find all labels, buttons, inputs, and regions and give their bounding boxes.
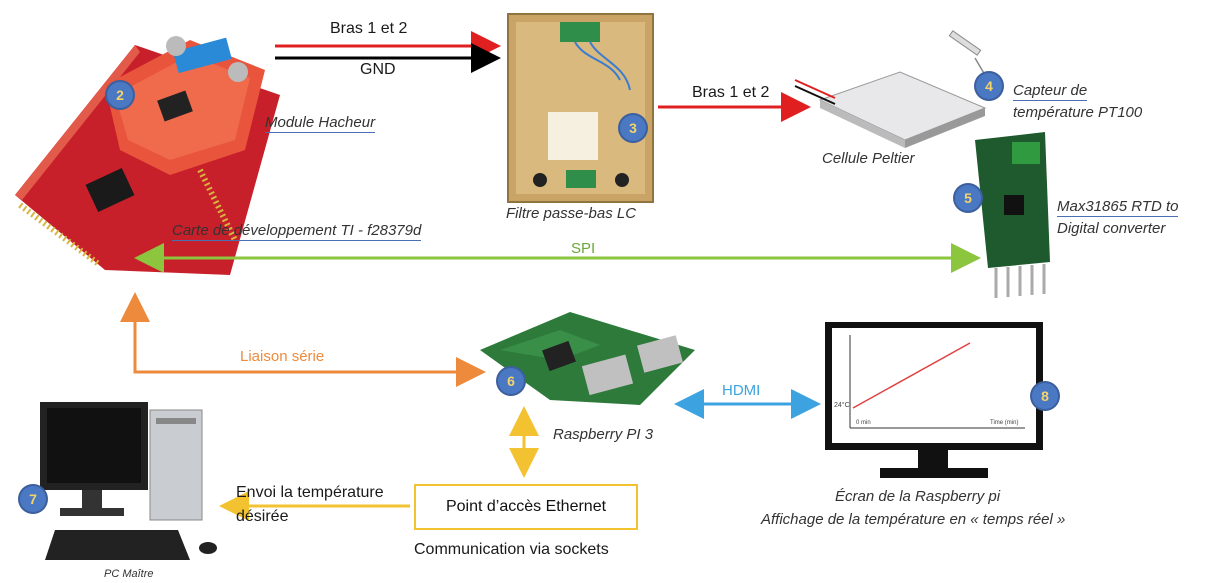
filtre-label: Filtre passe-bas LC [506, 205, 637, 222]
badge-5: 5 [955, 185, 981, 211]
monitor-image [825, 322, 1043, 478]
max-label-line1: Max31865 RTD to [1057, 198, 1179, 217]
badge-7: 7 [20, 486, 46, 512]
bras-right-label: Bras 1 et 2 [692, 84, 770, 101]
pc-label: PC Maître [104, 568, 154, 580]
badge-4: 4 [976, 73, 1002, 99]
badge-2: 2 [107, 82, 133, 108]
ecran-label-line2: Affichage de la température en « temps r… [761, 511, 1066, 528]
peltier-image [794, 71, 987, 148]
cellule-label: Cellule Peltier [822, 150, 915, 167]
point-acces-label: Point d’accès Ethernet [445, 498, 607, 515]
raspberry-pi-image [480, 312, 695, 405]
lc-filter-image [507, 13, 654, 203]
bras-top-label: Bras 1 et 2 [330, 20, 408, 37]
max-label-line2: Digital converter [1057, 220, 1166, 237]
badge-3: 3 [620, 115, 646, 141]
raspberry-label: Raspberry PI 3 [553, 426, 654, 443]
badge-6: 6 [498, 368, 524, 394]
liaison-label: Liaison série [240, 348, 325, 365]
screen-x-start: 0 min [856, 420, 871, 426]
pt100-image [948, 30, 986, 76]
envoi-label-line1: Envoi la température [236, 484, 384, 501]
capteur-label-line1: Capteur de [1013, 82, 1088, 101]
carte-label: Carte de développement TI - f28379d [172, 222, 422, 241]
hdmi-label: HDMI [722, 382, 761, 399]
module-hacheur-label: Module Hacheur [265, 114, 376, 133]
screen-y-label: 24°C [834, 402, 850, 409]
screen-x-end: Time (min) [990, 420, 1019, 426]
capteur-label-line2: température PT100 [1013, 104, 1143, 121]
serial-arrow [120, 292, 486, 387]
ecran-label-line1: Écran de la Raspberry pi [835, 488, 1001, 505]
envoi-label-line2: désirée [236, 508, 289, 525]
ti-board-image [15, 36, 280, 275]
max31865-image [975, 132, 1050, 298]
communication-label: Communication via sockets [414, 541, 609, 558]
badge-8: 8 [1032, 383, 1058, 409]
pc-image [40, 402, 217, 560]
ethernet-access-point-box: Point d’accès Ethernet [414, 484, 638, 530]
gnd-label: GND [360, 61, 396, 78]
spi-label: SPI [571, 240, 596, 257]
